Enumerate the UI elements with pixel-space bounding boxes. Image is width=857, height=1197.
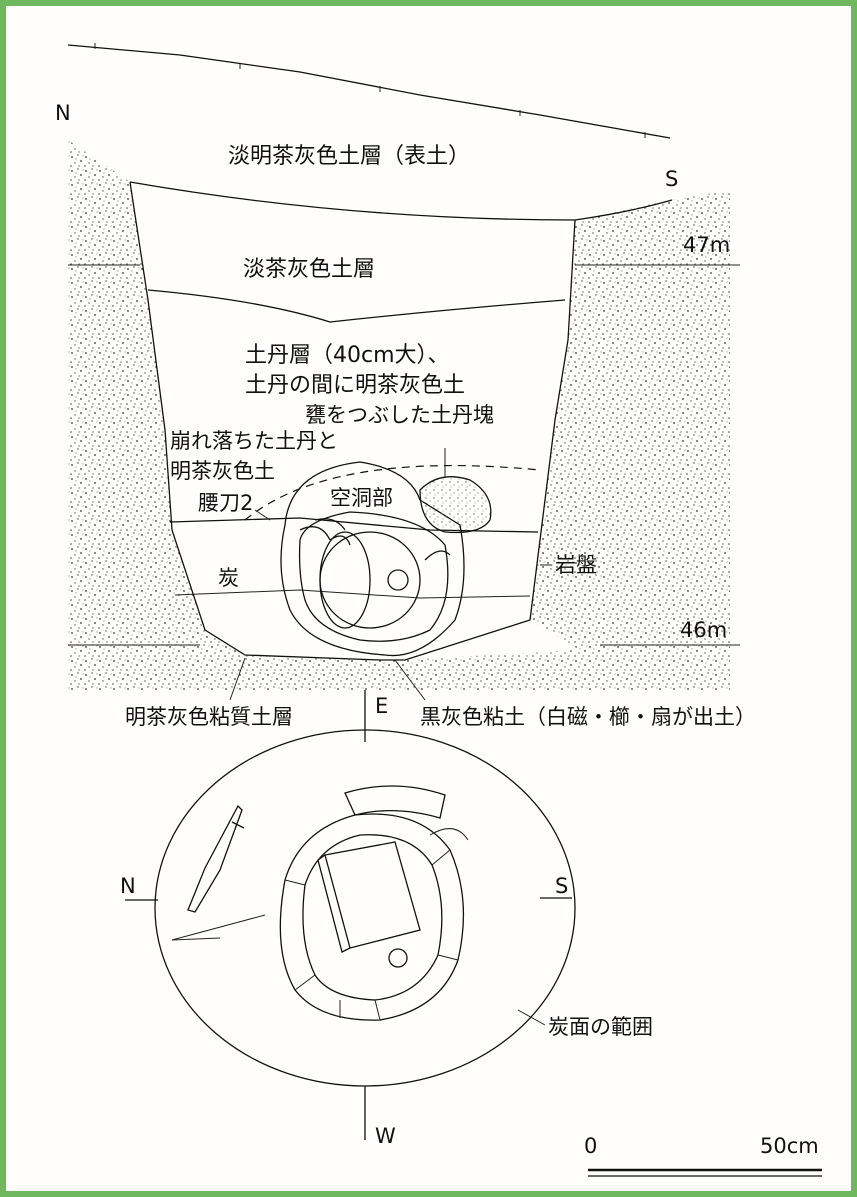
bottom-right-layer-label: 黒灰色粘土（白磁・櫛・扇が出土）: [420, 705, 756, 729]
shard-3: [424, 550, 451, 561]
ring-seg-4: [437, 954, 459, 961]
stippled-soil-right: [530, 190, 730, 650]
plan-west-label: W: [375, 1124, 396, 1148]
leader-bottom-right: [394, 659, 426, 701]
jar-side: [319, 531, 371, 629]
topsoil-layer-label: 淡明茶灰色土層（表土）: [228, 144, 470, 169]
clay-block-layer-label-2: 土丹の間に明茶灰色土: [245, 373, 465, 398]
leader-bottom-left: [229, 657, 246, 701]
plan-north-label: N: [120, 874, 136, 898]
crushed-block-label: 甕をつぶした土丹塊: [305, 403, 494, 427]
surface-ticks: [94, 43, 646, 138]
scale-bar-start-label: 0: [584, 1134, 597, 1158]
section-south-label: S: [665, 167, 678, 191]
plan-south-label: S: [555, 874, 568, 898]
crushed-block-shape: [419, 476, 492, 534]
clay-block-layer-label-1: 土丹層（40cm大）、: [245, 343, 450, 368]
elevation-46-label: 46m: [680, 618, 727, 642]
light-brown-gray-layer-label: 淡茶灰色土層: [243, 257, 375, 282]
plan-shard-piece: [429, 828, 469, 841]
jar-inner-outline: [298, 511, 449, 642]
plan-square-block: [324, 841, 421, 949]
charcoal-label: 炭: [218, 566, 239, 590]
section-drawing: N S 淡明茶灰色土層（表土） 47m 淡茶灰色土層 土丹層（40cm大）、 土…: [55, 43, 756, 729]
jar-mouth: [387, 569, 409, 591]
lower-boundary: [174, 589, 531, 599]
collapse-dashed-line: [244, 464, 541, 521]
shard-1: [299, 526, 331, 541]
charcoal-extent-outline: [154, 729, 576, 1087]
collapsed-layer-label-1: 崩れ落ちた土丹と: [170, 429, 338, 453]
bottom-left-layer-label: 明茶灰色粘質土層: [125, 705, 293, 729]
leader-sword: [254, 509, 271, 521]
bedrock-label: 岩盤: [555, 553, 597, 577]
ring-seg-3: [374, 999, 381, 1021]
scale-bar-end-label: 50cm: [760, 1134, 819, 1158]
plan-pointer-left: [171, 914, 266, 941]
scale-bar: 0 50cm: [584, 1134, 822, 1177]
plan-upper-shard: [344, 785, 446, 819]
ring-seg-5: [431, 849, 451, 866]
stippled-soil-left: [68, 140, 730, 690]
plan-east-label: E: [375, 694, 388, 718]
plan-sword-guard: [231, 821, 245, 829]
charcoal-boundary: [169, 517, 539, 533]
section-north-label: N: [55, 101, 71, 125]
ring-seg-1: [284, 879, 306, 886]
ground-surface-line: [67, 44, 671, 139]
pit-outline: [129, 181, 576, 661]
plan-jar-inner-ring: [302, 834, 443, 1001]
leader-charcoal-extent: [517, 1009, 546, 1026]
plan-sword-blade: [187, 804, 243, 913]
shard-4: [329, 535, 351, 546]
cavity-outline: [280, 461, 465, 657]
plan-knob: [388, 948, 408, 968]
layer-boundary-2: [147, 289, 566, 323]
sword-label: 腰刀2: [198, 491, 253, 515]
elevation-47-label: 47m: [683, 233, 730, 257]
plan-jar-outer-ring: [279, 813, 465, 1021]
ring-seg-2: [294, 974, 316, 991]
shard-2: [314, 518, 346, 531]
cavity-label: 空洞部: [330, 486, 393, 510]
topsoil-boundary: [129, 181, 673, 221]
collapsed-layer-label-2: 明茶灰色土: [170, 459, 275, 483]
plan-square-block-edge: [317, 854, 351, 953]
charcoal-extent-label: 炭面の範囲: [548, 1015, 653, 1039]
plan-drawing: E N S W 炭面の範囲: [120, 690, 653, 1148]
